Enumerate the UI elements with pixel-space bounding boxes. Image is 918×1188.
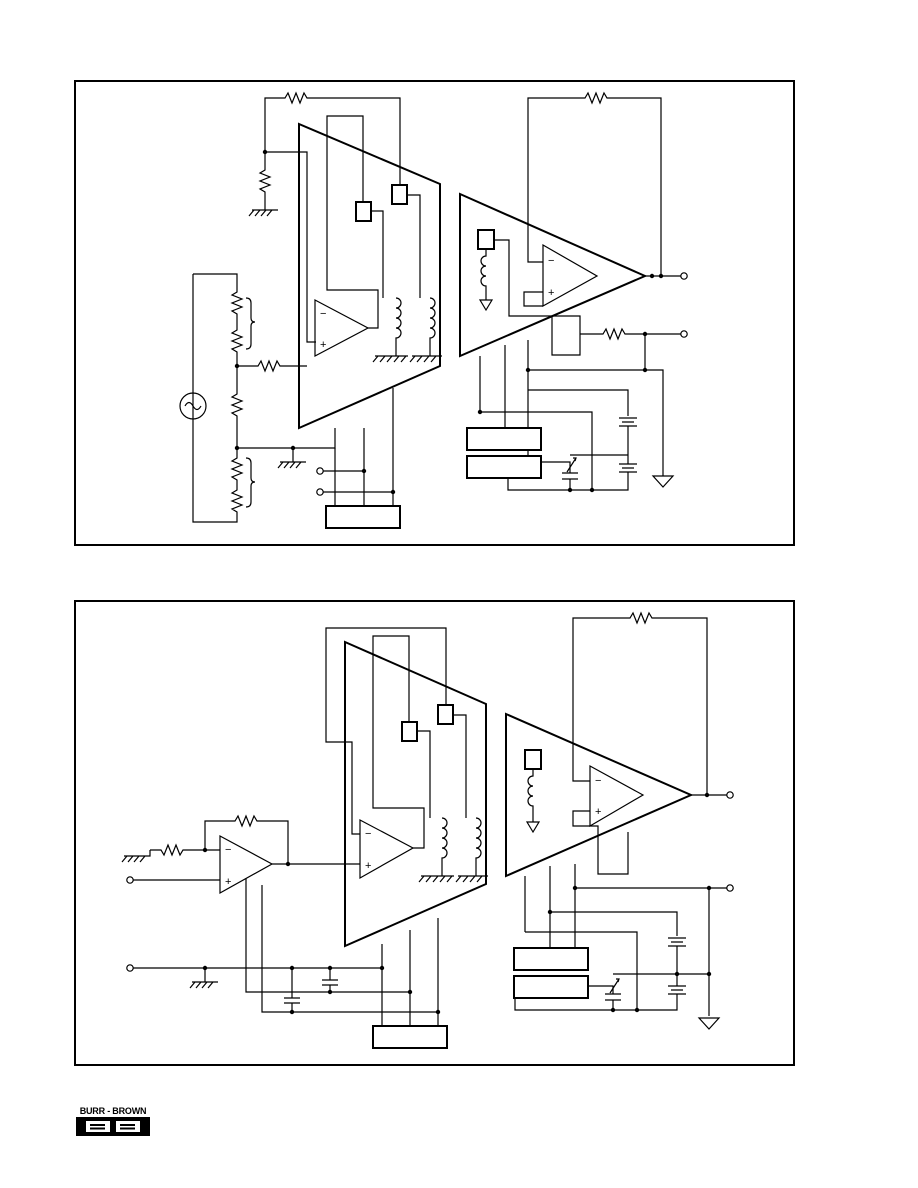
bottom-power-converter-right-2: [513, 975, 589, 999]
bottom-output-opamp-minus: −: [595, 775, 601, 787]
bottom-common-terminal[interactable]: [726, 884, 734, 892]
top-supply-terminal-1[interactable]: [316, 467, 324, 475]
top-isolation-amp-body: [298, 122, 441, 430]
bottom-output-opamp: [589, 764, 645, 828]
top-inner-opamp-minus: −: [320, 308, 326, 320]
bottom-schematic: − + − +: [121, 611, 734, 1049]
top-demodulator-box: [477, 229, 495, 250]
top-ac-source: [179, 392, 207, 420]
bottom-isolation-amp-body: [344, 640, 487, 948]
top-output-opamp-plus: +: [548, 287, 554, 299]
bottom-inner-opamp: [359, 819, 415, 880]
bottom-input-opamp-minus: −: [225, 844, 231, 856]
bottom-modulator-box-2: [437, 704, 454, 725]
top-modulator-box-2: [391, 184, 408, 205]
top-supply-terminal-2[interactable]: [316, 488, 324, 496]
bottom-inner-opamp-plus: +: [365, 860, 371, 872]
bottom-output-opamp-plus: +: [595, 806, 601, 818]
bottom-power-converter-right-1: [513, 947, 589, 971]
top-output-opamp-minus: −: [548, 255, 554, 267]
burr-brown-logo: BURR - BROWN: [75, 1106, 151, 1136]
top-output-terminal[interactable]: [680, 272, 688, 280]
bottom-input-terminal[interactable]: [126, 876, 134, 884]
top-common-terminal[interactable]: [680, 330, 688, 338]
bottom-inner-opamp-minus: −: [365, 828, 371, 840]
bottom-ground-terminal[interactable]: [126, 964, 134, 972]
top-schematic: − +: [179, 91, 688, 529]
bottom-modulator-box-1: [401, 721, 418, 742]
bb-logo-mark: [76, 1117, 150, 1136]
top-power-converter-right-2: [466, 455, 542, 479]
top-power-converter-right-1: [466, 427, 542, 451]
schematic-frame-bottom: [74, 600, 795, 1066]
bottom-output-terminal[interactable]: [726, 791, 734, 799]
bottom-demodulator-box: [524, 749, 542, 770]
top-modulator-box-1: [355, 201, 372, 222]
top-power-converter-left: [325, 505, 401, 529]
top-output-opamp: [542, 243, 599, 308]
top-inner-opamp: [314, 299, 370, 357]
bottom-power-converter-left: [372, 1025, 448, 1049]
top-inner-opamp-plus: +: [320, 339, 326, 351]
burr-brown-logo-text: BURR - BROWN: [79, 1106, 147, 1116]
bottom-input-opamp-plus: +: [225, 876, 231, 888]
